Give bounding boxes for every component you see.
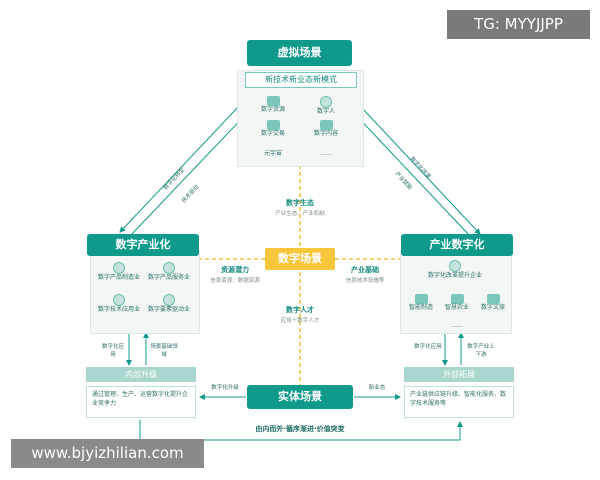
virtual-item-2: 数字人	[308, 96, 344, 115]
arrow-ur-1	[361, 107, 481, 235]
bottom-label: 由内而外·循序渐进·价值突变	[255, 425, 345, 433]
left-arrow-label-a: 数字化应用	[101, 344, 124, 358]
resource-icon	[266, 96, 280, 106]
tourism-icon	[486, 294, 500, 304]
left-panel	[90, 254, 200, 334]
base-sub: 信息技术设施等	[345, 278, 385, 284]
tech-icon	[113, 294, 125, 306]
watermark-bottom: www.bjyizhilian.com	[11, 439, 204, 468]
virtual-subtitle: 新技术新业态新模式	[245, 72, 357, 88]
manufacturing-icon	[414, 294, 428, 304]
eco-title: 数字生态	[286, 199, 314, 207]
arrow-ul-1	[119, 104, 241, 233]
talent-title: 数字人才	[286, 306, 314, 314]
service-icon	[163, 262, 175, 274]
right-bar: 外部拓展	[404, 367, 514, 382]
element-icon	[163, 294, 175, 306]
virtual-item-3: 数字交易	[255, 120, 291, 137]
watermark-top: TG: MYYJJPP	[447, 10, 590, 39]
talent-sub: 应用＋数字人才	[280, 318, 320, 324]
left-arrow-label-b: 场景基础领域	[150, 344, 178, 358]
resource-sub: 信息资源、数据资源	[210, 278, 260, 284]
hub-title: 数字场景	[265, 248, 335, 270]
arrow-ul-2	[129, 109, 251, 237]
right-title: 产业数字化	[401, 234, 513, 256]
arrow-ur-2	[351, 110, 471, 237]
factory-icon	[113, 262, 125, 274]
bottom-loop-line	[139, 420, 463, 441]
right-top-item: 数字化改革提升企业	[420, 260, 490, 279]
left-item-4: 数字要素驱动业	[148, 294, 190, 313]
content-icon	[319, 120, 333, 130]
right-item-2: 智慧农业	[440, 294, 474, 311]
agriculture-icon	[450, 294, 464, 304]
left-desc: 通过管理、生产、运营数字化提升企业竞争力	[86, 386, 196, 418]
real-right-label: 新业态	[368, 385, 386, 391]
right-arrow-label-b: 数字产业上下游	[467, 344, 495, 358]
left-item-2: 数字产品服务业	[148, 262, 190, 281]
person-icon	[320, 96, 332, 108]
eco-sub: 产业生态、产业机制	[275, 211, 325, 217]
base-title: 产业基础	[351, 266, 379, 274]
virtual-item-4: 数字内容	[308, 120, 344, 137]
real-left-label: 数字化升级	[211, 385, 239, 391]
left-title: 数字产业化	[87, 234, 199, 256]
resource-title: 资源潜力	[221, 266, 249, 274]
left-bar: 内部升级	[86, 367, 196, 382]
right-item-1: 智能制造	[404, 294, 438, 311]
virtual-item-1: 数字资源	[255, 96, 291, 113]
upgrade-icon	[449, 260, 461, 272]
right-more: ……	[451, 322, 463, 329]
virtual-item-6: ……	[320, 150, 332, 157]
virtual-title: 虚拟场景	[247, 40, 352, 66]
right-arrow-label-a: 数字化应用	[414, 344, 442, 350]
trade-icon	[266, 120, 280, 130]
left-item-3: 数字技术应用业	[98, 294, 140, 313]
real-title: 实体场景	[247, 385, 353, 409]
right-item-3: 数字文旅	[476, 294, 510, 311]
virtual-item-5: 元宇宙	[263, 150, 282, 157]
left-item-1: 数字产品制造业	[98, 262, 140, 281]
right-desc: 产业链供应链升级、智能化服务、数字技术服务等	[404, 386, 514, 418]
